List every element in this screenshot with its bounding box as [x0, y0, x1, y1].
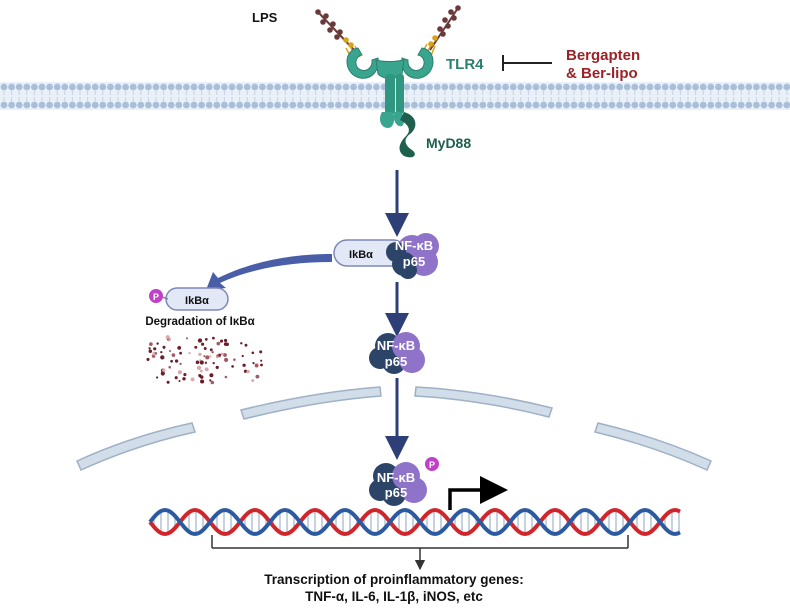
tlr4-receptor	[346, 47, 434, 128]
dna-strand-blue	[148, 508, 681, 536]
transcription-label-line1: Transcription of proinflammatory genes:	[264, 572, 524, 587]
inhibitor-label-line2: & Ber-lipo	[566, 65, 638, 82]
nfkb-blob-top	[386, 233, 439, 279]
myd88-label: MyD88	[426, 135, 471, 151]
lps-label: LPS	[252, 10, 278, 25]
degradation-fragments	[146, 335, 263, 385]
nfkb-blob-middle	[369, 332, 425, 374]
dna-helix	[148, 508, 681, 536]
transcription-start-arrow	[448, 476, 508, 510]
ikba-label: IkBα	[349, 249, 373, 261]
phosphate-icon	[149, 289, 163, 303]
phosphate-label-left: P	[153, 292, 159, 302]
gene-bracket	[211, 535, 629, 571]
nuclear-envelope	[76, 386, 712, 471]
p65-label-top: p65	[403, 254, 425, 269]
inhibitor-label-line1: Bergapten	[566, 47, 640, 64]
degradation-arrow	[206, 254, 332, 290]
ikba-phospho-label: IkBα	[185, 295, 209, 307]
p65-label-nucleus: p65	[385, 485, 407, 500]
p65-label-middle: p65	[385, 354, 407, 369]
phospho-ikba: IkBα P	[149, 287, 229, 311]
transcription-label-line2: TNF-α, IL-6, IL-1β, iNOS, etc	[305, 589, 483, 604]
myd88-adaptor	[399, 112, 416, 158]
nfkb-label-middle: NF-κB	[377, 338, 415, 353]
phosphate-label-nucleus: P	[429, 460, 435, 470]
phosphate-icon-nucleus	[425, 457, 439, 471]
dna-strand-red	[148, 508, 681, 536]
ikba-nfkb-complex: IkBα NF-κB p65	[333, 233, 439, 279]
nfkb-label-top: NF-κB	[395, 238, 433, 253]
nfkb-label-nucleus: NF-κB	[377, 470, 415, 485]
inhibition-bar	[502, 55, 552, 71]
tlr4-label: TLR4	[446, 56, 484, 73]
nfkb-blob-nucleus	[369, 462, 427, 506]
degradation-label: Degradation of IκBα	[145, 316, 254, 328]
